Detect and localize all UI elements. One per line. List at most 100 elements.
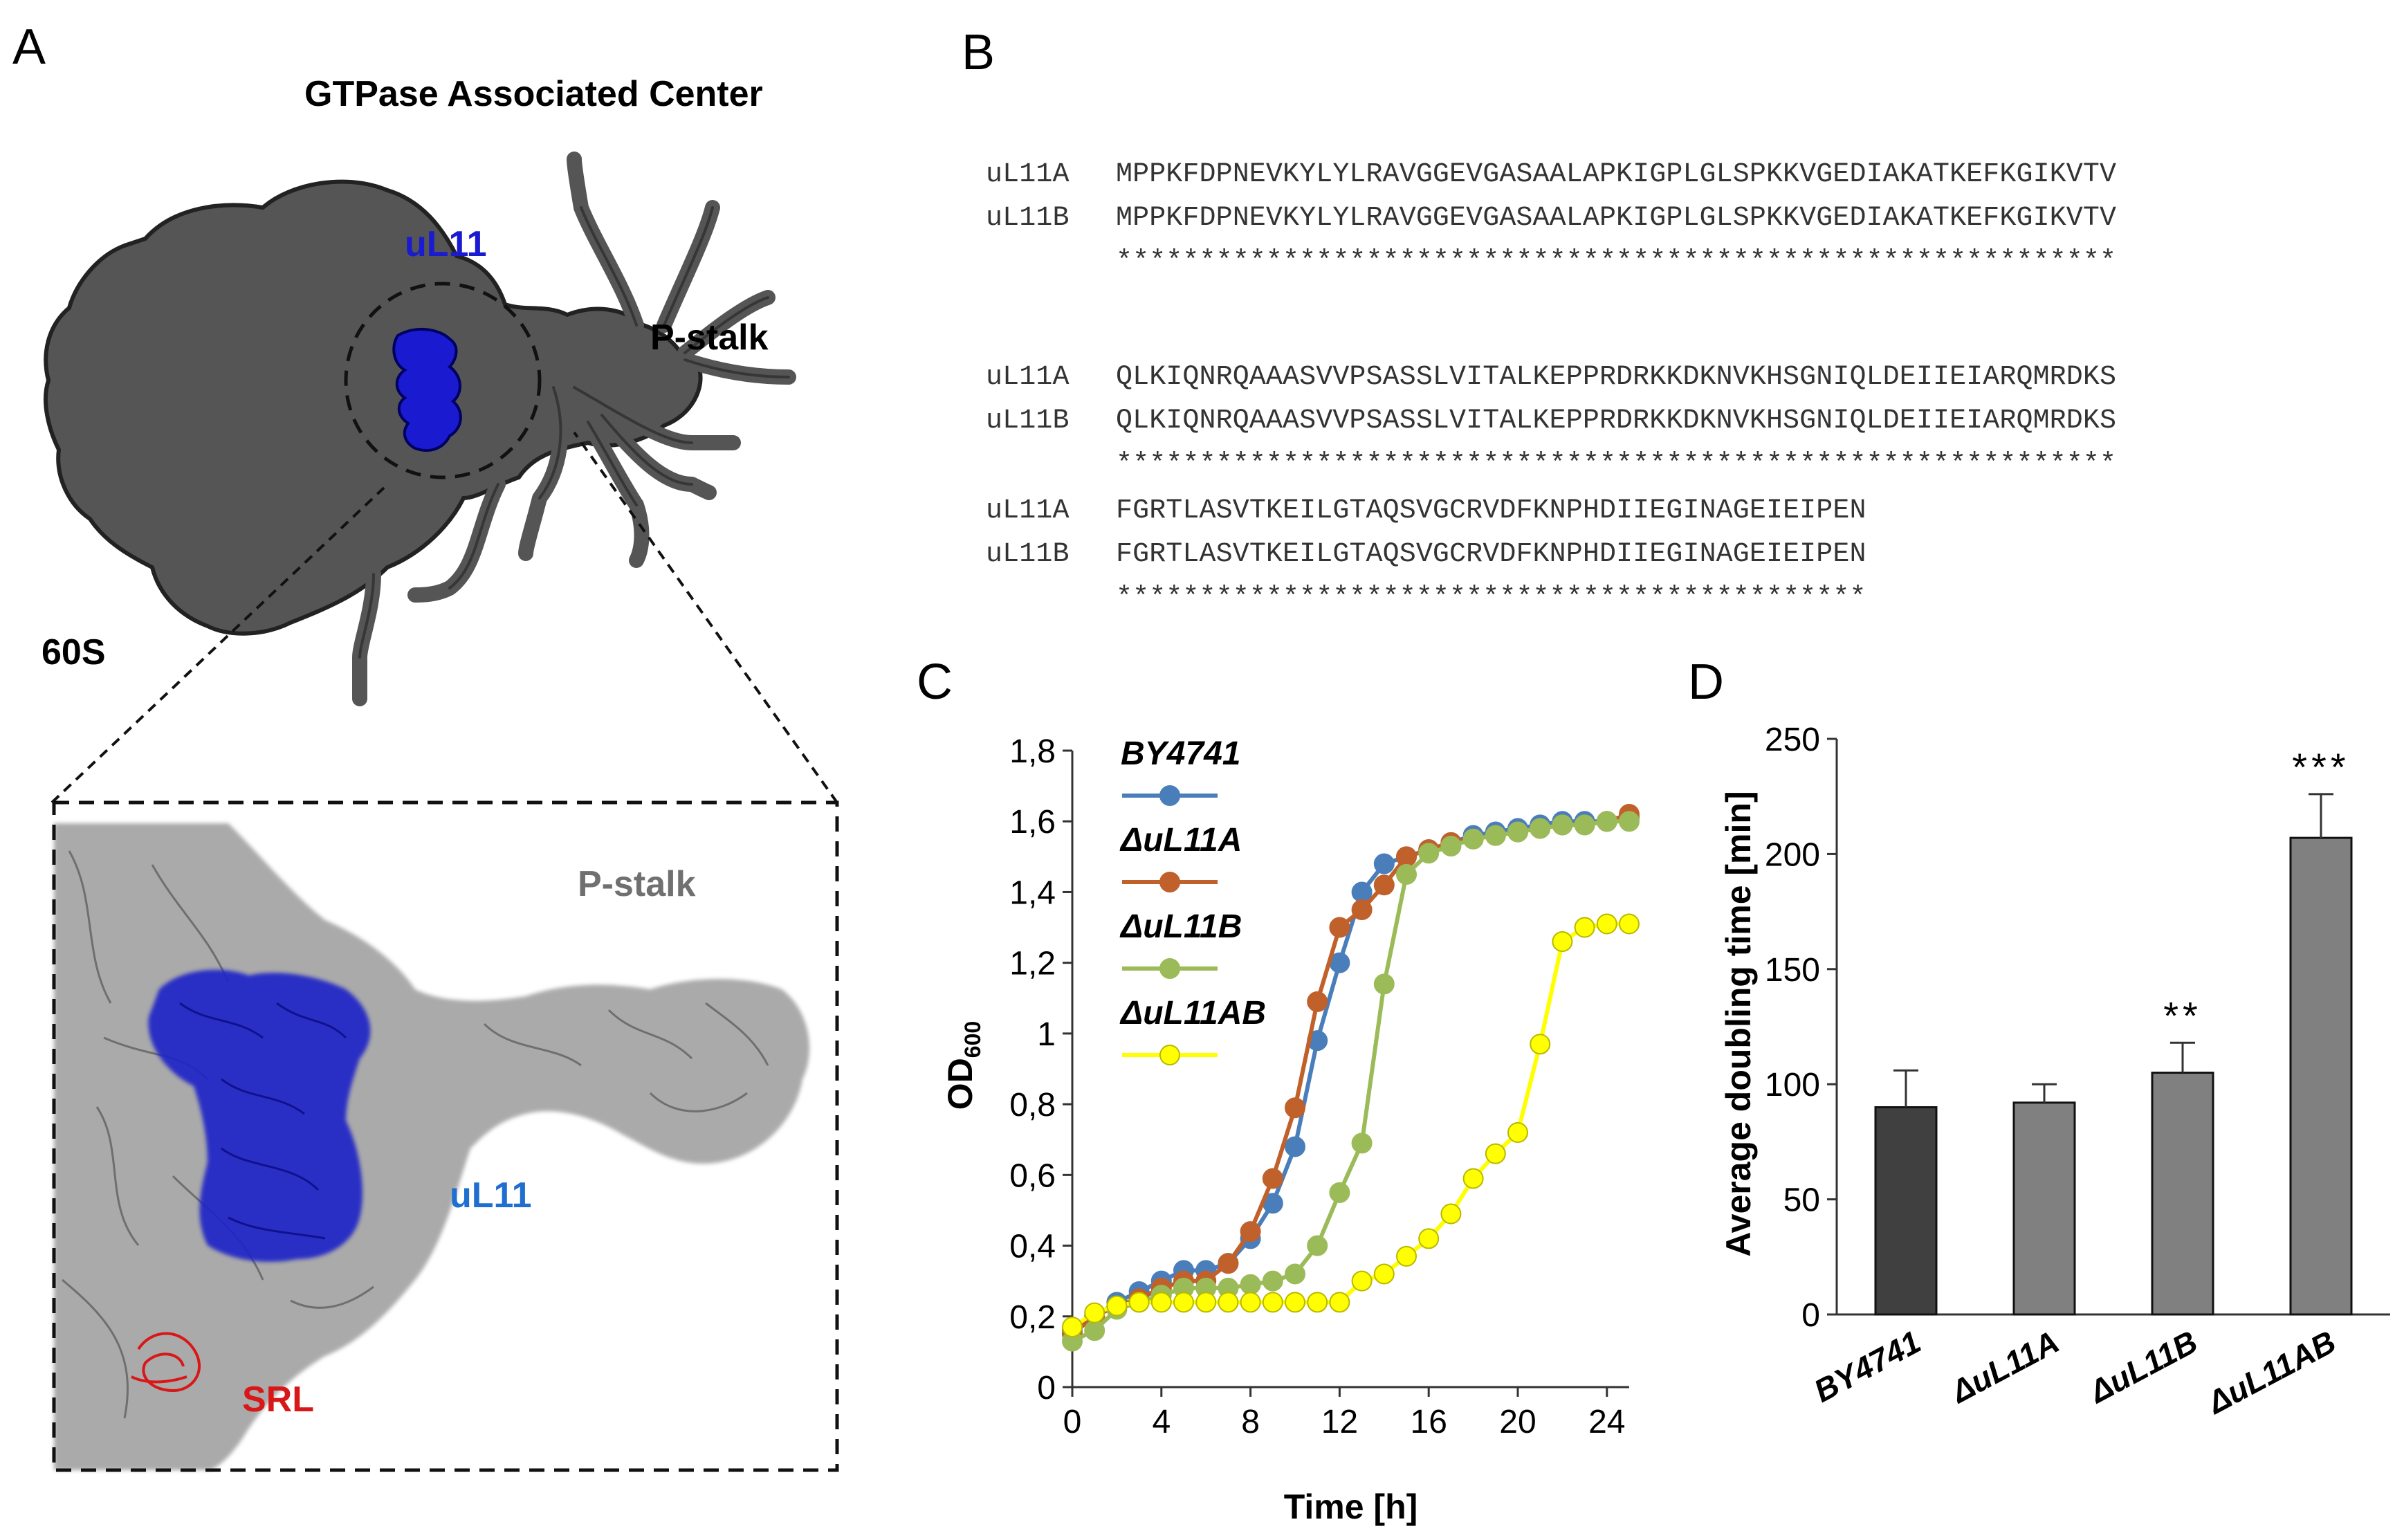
- series-line-1: [1071, 812, 1630, 1336]
- legend-label: BY4741: [1121, 735, 1240, 772]
- data-point: [1329, 917, 1350, 938]
- y-axis-title: Average doubling time [min]: [1719, 791, 1758, 1256]
- data-point: [1195, 1292, 1217, 1313]
- data-point: [1351, 1133, 1373, 1154]
- y-tick-label: 1,8: [1009, 733, 1056, 770]
- data-point: [1351, 1270, 1373, 1292]
- data-point: [1262, 1270, 1283, 1292]
- series-line-3: [1071, 922, 1629, 1329]
- data-point: [1552, 931, 1573, 952]
- x-tick-label: 12: [1321, 1404, 1358, 1440]
- data-point: [1329, 1182, 1350, 1203]
- x-tick-label: 4: [1152, 1404, 1171, 1440]
- legend-marker: [1159, 785, 1180, 806]
- y-tick-label: 0: [1037, 1370, 1056, 1406]
- data-point: [1373, 973, 1395, 995]
- seq-a: QLKIQNRQAAASVVPSASSLVITALKEPPRDRKKDKNVKH…: [1116, 362, 2116, 393]
- conservation-stars: ****************************************…: [1116, 246, 2116, 277]
- panel-d-letter: D: [1688, 654, 1724, 710]
- data-point: [1128, 1292, 1150, 1313]
- category-label: ΔuL11AB: [2201, 1323, 2342, 1421]
- y-tick-label: 0,8: [1009, 1087, 1056, 1124]
- data-point: [1530, 818, 1551, 839]
- x-axis-title: Time [h]: [1284, 1487, 1418, 1526]
- data-point: [1262, 1292, 1283, 1313]
- sequence-alignment: uL11A MPPKFDPNEVKYLYLRAVGGEVGASAALAPKIGPL…: [986, 159, 2116, 614]
- seq-name-a: uL11A: [986, 159, 1070, 190]
- panel-a: A GTPase Associated Center uL11 P-stalk …: [12, 19, 839, 1472]
- conservation-stars: ****************************************…: [1116, 583, 1866, 614]
- y-tick-label: 0: [1801, 1297, 1820, 1334]
- data-point: [1373, 874, 1395, 896]
- seq-a: MPPKFDPNEVKYLYLRAVGGEVGASAALAPKIGPLGLSPK…: [1116, 159, 2116, 190]
- panel-b-letter: B: [962, 25, 995, 80]
- data-point: [1084, 1320, 1105, 1341]
- legend-label: ΔuL11AB: [1119, 995, 1266, 1032]
- x-tick-label: 20: [1499, 1404, 1536, 1440]
- y-tick-label: 1,2: [1009, 946, 1056, 982]
- bar: [1874, 1106, 1938, 1316]
- seq-name-a: uL11A: [986, 362, 1070, 393]
- x-tick-label: 24: [1588, 1404, 1625, 1440]
- legend-label: ΔuL11B: [1119, 908, 1242, 945]
- category-label: BY4741: [1808, 1323, 1927, 1409]
- data-point: [1218, 1253, 1239, 1274]
- seq-name-b: uL11B: [986, 539, 1070, 570]
- panel-c-letter: C: [917, 654, 953, 710]
- y-tick-label: 200: [1765, 836, 1820, 873]
- data-point: [1240, 1274, 1261, 1295]
- data-point: [1396, 846, 1417, 868]
- y-tick-label: 1,6: [1009, 804, 1056, 841]
- data-point: [1507, 821, 1528, 843]
- label-60s: 60S: [42, 632, 106, 672]
- y-tick-label: 1: [1037, 1016, 1056, 1053]
- y-tick-label: 0,6: [1009, 1157, 1056, 1194]
- y-axis-title: OD600: [941, 1021, 985, 1110]
- data-point: [1329, 1292, 1350, 1313]
- data-point: [1507, 1122, 1528, 1143]
- data-point: [1596, 811, 1617, 832]
- data-point: [1351, 881, 1373, 903]
- data-point: [1485, 1143, 1506, 1164]
- data-point: [1418, 1228, 1440, 1249]
- legend-marker: [1159, 1045, 1180, 1065]
- data-point: [1285, 1097, 1305, 1119]
- legend-label: ΔuL11A: [1119, 822, 1242, 859]
- seq-b: MPPKFDPNEVKYLYLRAVGGEVGASAALAPKIGPLGLSPK…: [1116, 203, 2116, 234]
- data-point: [1285, 1263, 1305, 1285]
- data-point: [1485, 825, 1506, 846]
- data-point: [1462, 828, 1484, 850]
- y-tick-label: 50: [1783, 1182, 1820, 1219]
- y-tick-label: 150: [1765, 952, 1820, 989]
- data-point: [1262, 1168, 1283, 1189]
- legend-marker: [1159, 958, 1180, 979]
- data-point: [1351, 899, 1373, 920]
- data-point: [1574, 814, 1595, 836]
- data-point: [1619, 811, 1640, 832]
- panel-a-letter: A: [12, 19, 46, 75]
- data-point: [1396, 863, 1417, 885]
- bar: [2151, 1072, 2214, 1316]
- data-point: [1240, 1292, 1261, 1313]
- y-tick-label: 250: [1765, 722, 1820, 758]
- data-point: [1285, 1136, 1305, 1157]
- data-point: [1240, 1221, 1261, 1243]
- data-point: [1552, 814, 1573, 836]
- data-point: [1307, 1235, 1328, 1256]
- y-tick-label: 0,4: [1009, 1229, 1056, 1265]
- panel-b: B uL11A MPPKFDPNEVKYLYLRAVGGEVGASAALAPKIG…: [962, 25, 2116, 614]
- data-point: [1440, 836, 1462, 856]
- y-axis-title-main: OD: [941, 1058, 980, 1110]
- seq-name-b: uL11B: [986, 405, 1070, 437]
- data-point: [1106, 1295, 1128, 1317]
- seq-name-b: uL11B: [986, 203, 1070, 234]
- conservation-stars: ****************************************…: [1116, 449, 2116, 480]
- data-point: [1084, 1302, 1105, 1323]
- data-point: [1285, 1292, 1305, 1313]
- x-tick-label: 0: [1063, 1404, 1082, 1440]
- series-line-0: [1071, 816, 1630, 1332]
- panel-a-title: GTPase Associated Center: [304, 74, 763, 114]
